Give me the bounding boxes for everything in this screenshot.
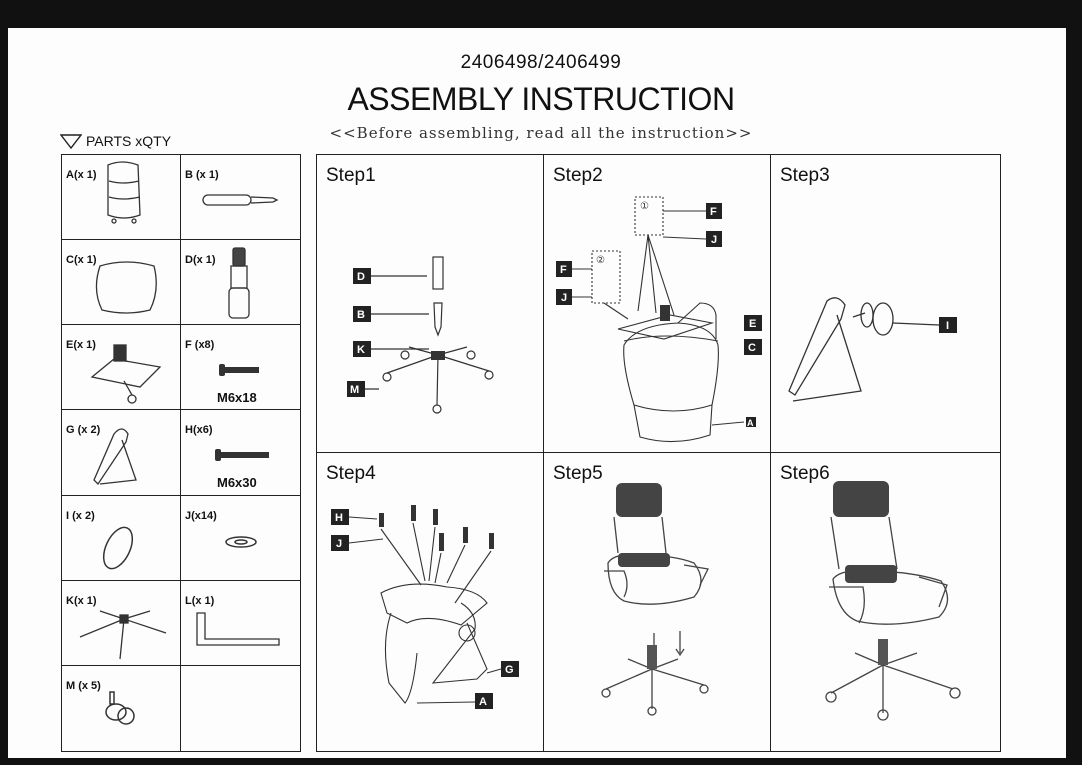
- step-2: Step2 F J F J E C A ① ②: [544, 155, 771, 453]
- tag-c: C: [748, 342, 756, 354]
- chair-back-drawing: [107, 161, 141, 224]
- caster-drawing: [105, 691, 135, 725]
- pin-drawing: [202, 194, 279, 206]
- washer-drawing: [225, 535, 257, 548]
- base-drawing: [79, 610, 167, 659]
- part-label: C(x 1): [66, 254, 97, 267]
- circled-2: ②: [596, 255, 605, 266]
- tag-e: E: [749, 318, 756, 330]
- part-h-cell: H(x6) M6x30: [181, 410, 300, 496]
- step-label: Step1: [326, 165, 376, 186]
- armrest-drawing: [93, 428, 137, 486]
- step-label: Step5: [553, 463, 603, 484]
- tag-j: J: [711, 234, 717, 246]
- parts-heading: PARTS xQTY: [60, 133, 171, 149]
- part-label: H(x6): [185, 424, 213, 437]
- step-label: Step6: [780, 463, 830, 484]
- part-label: J(x14): [185, 509, 217, 522]
- part-l-cell: L(x 1): [181, 581, 300, 666]
- bolt-m6x30-drawing: [215, 449, 269, 462]
- part-label: B (x 1): [185, 169, 219, 181]
- step-3: Step3 I: [771, 155, 1000, 453]
- step-label: Step2: [553, 165, 603, 186]
- parts-table: A(x 1) B (x 1) C(x 1) D(x 1) E(x 1) F (x…: [61, 154, 301, 752]
- step-3-diagram: I: [788, 297, 957, 402]
- part-f-cell: F (x8) M6x18: [181, 325, 300, 411]
- step-1-diagram: D B K M: [347, 256, 494, 414]
- tag-d: D: [357, 271, 365, 283]
- tag-k: K: [357, 344, 365, 356]
- tag-f: F: [560, 264, 567, 276]
- tag-j: J: [561, 292, 567, 304]
- step-5-diagram: [601, 483, 709, 716]
- step-6: Step6: [771, 453, 1000, 751]
- part-empty-cell: [181, 666, 300, 751]
- ring-drawing: [102, 526, 134, 569]
- bolt-m6x18-drawing: [219, 364, 259, 377]
- instruction-sheet: [8, 28, 1066, 758]
- step-5: Step5: [544, 453, 771, 751]
- tag-a: A: [479, 696, 487, 708]
- part-label: L(x 1): [185, 594, 215, 607]
- tag-f: F: [710, 206, 717, 218]
- part-j-cell: J(x14): [181, 496, 300, 581]
- tag-j: J: [336, 538, 342, 550]
- part-label: D(x 1): [185, 254, 216, 267]
- steps-table: Step1 D B K M Step2: [316, 154, 1001, 752]
- part-size: M6x18: [217, 390, 257, 406]
- tag-b: B: [357, 309, 365, 321]
- step-4: Step4 H J G A: [317, 453, 544, 751]
- part-label: A(x 1): [66, 169, 97, 181]
- part-label: G (x 2): [66, 424, 101, 437]
- part-label: E(x 1): [66, 339, 96, 352]
- step-6-diagram: [825, 481, 961, 721]
- gas-lift-drawing: [228, 247, 250, 319]
- parts-heading-label: PARTS xQTY: [86, 133, 172, 149]
- model-code: 2406498/2406499: [460, 52, 622, 73]
- part-a-cell: A(x 1): [62, 155, 181, 241]
- seat-drawing: [95, 261, 157, 314]
- step-2-diagram: F J F J E C A ① ②: [556, 196, 762, 443]
- part-label: M (x 5): [66, 679, 101, 692]
- mechanism-drawing: [90, 344, 162, 404]
- part-b-cell: B (x 1): [181, 155, 300, 241]
- tag-m: M: [350, 384, 359, 396]
- tag-i: I: [946, 320, 949, 332]
- part-label: F (x8): [185, 339, 215, 352]
- part-c-cell: C(x 1): [62, 240, 181, 326]
- part-d-cell: D(x 1): [181, 240, 300, 326]
- part-label: I (x 2): [66, 509, 95, 522]
- part-label: K(x 1): [66, 594, 97, 607]
- step-label: Step4: [326, 463, 376, 484]
- part-e-cell: E(x 1): [62, 325, 181, 411]
- part-size: M6x30: [217, 475, 257, 491]
- page-title: ASSEMBLY INSTRUCTION: [347, 81, 735, 117]
- hex-key-drawing: [196, 612, 280, 646]
- tag-g: G: [505, 664, 514, 676]
- circled-1: ①: [640, 201, 649, 212]
- part-g-cell: G (x 2): [62, 410, 181, 496]
- tag-h: H: [335, 512, 343, 524]
- step-1: Step1 D B K M: [317, 155, 544, 453]
- tag-a: A: [747, 418, 754, 428]
- part-m-cell: M (x 5): [62, 665, 181, 751]
- step-4-diagram: H J G A: [331, 505, 519, 709]
- triangle-down-icon: [60, 134, 82, 149]
- instruction-note: <<Before assembling, read all the instru…: [329, 124, 753, 142]
- part-k-cell: K(x 1): [62, 580, 181, 666]
- part-i-cell: I (x 2): [62, 495, 181, 581]
- step-label: Step3: [780, 165, 830, 186]
